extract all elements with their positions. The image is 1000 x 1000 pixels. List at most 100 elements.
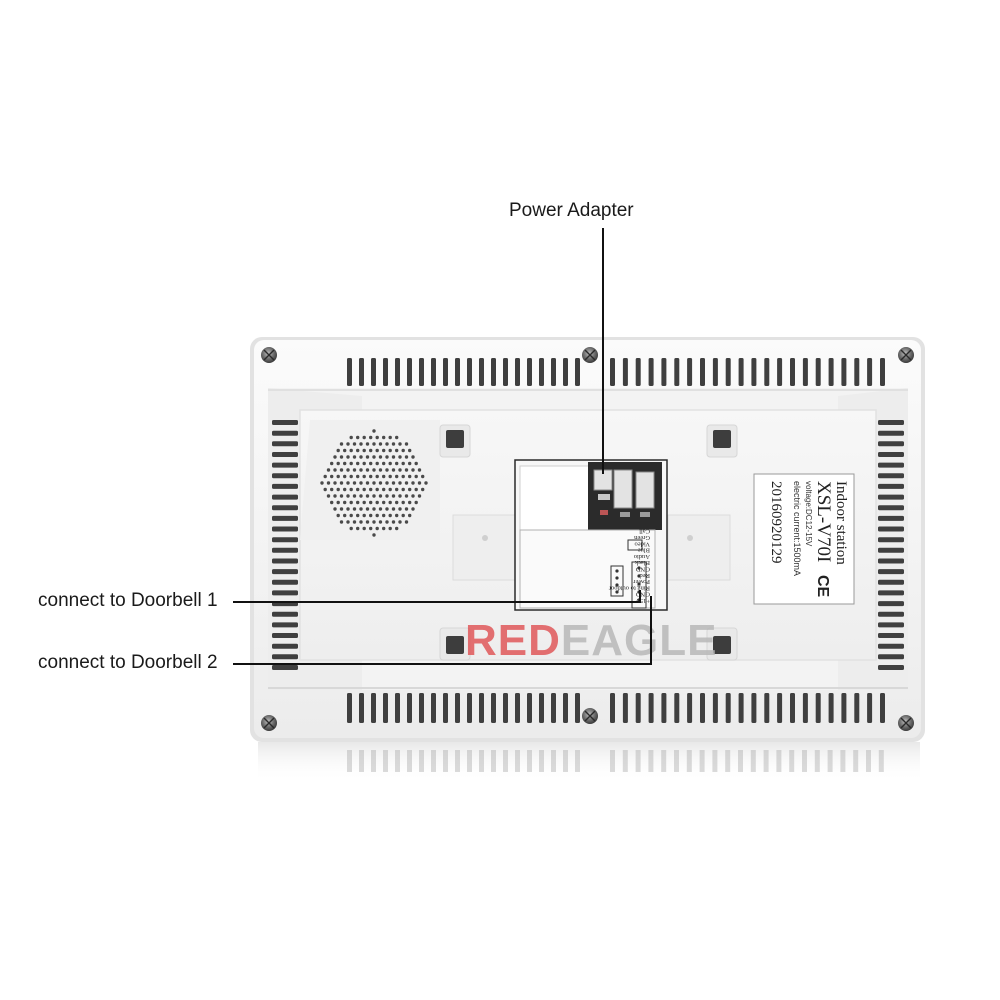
reflection-slot bbox=[527, 750, 532, 772]
vent-slot bbox=[828, 693, 834, 723]
speaker-hole bbox=[382, 474, 386, 479]
vent-slot bbox=[878, 537, 904, 543]
reflection-slot bbox=[467, 750, 472, 772]
reflection-slot bbox=[419, 750, 424, 772]
speaker-hole bbox=[391, 507, 396, 511]
speaker-hole bbox=[362, 513, 366, 518]
vent-slot bbox=[395, 358, 400, 386]
brand-watermark-gray: EAGLE bbox=[561, 616, 718, 665]
speaker-hole bbox=[352, 481, 357, 485]
speaker-hole bbox=[365, 468, 370, 472]
wiring-row-label: Black bbox=[634, 559, 650, 566]
vent-slot bbox=[712, 358, 718, 386]
speaker-hole bbox=[349, 435, 353, 440]
vent-slot bbox=[272, 441, 298, 447]
speaker-hole bbox=[417, 494, 422, 498]
vent-slot bbox=[802, 358, 808, 386]
speaker-hole bbox=[343, 513, 347, 518]
vent-slot bbox=[272, 579, 298, 585]
speaker-hole bbox=[336, 500, 340, 505]
reflection-slot bbox=[359, 750, 364, 772]
speaker-hole bbox=[336, 474, 340, 479]
vent-slot bbox=[371, 693, 376, 723]
vent-slot bbox=[527, 358, 532, 386]
speaker-hole bbox=[391, 442, 396, 446]
speaker-hole bbox=[378, 468, 383, 472]
vent-slot bbox=[272, 633, 298, 638]
vent-slot bbox=[725, 358, 731, 386]
speaker-hole bbox=[343, 474, 347, 479]
vent-slot bbox=[272, 505, 298, 511]
speaker-hole bbox=[388, 526, 392, 531]
connector-pin bbox=[615, 576, 619, 580]
speaker-hole bbox=[395, 435, 399, 440]
speaker-hole bbox=[362, 474, 366, 479]
speaker-hole bbox=[339, 442, 344, 446]
mount-hole-bottom-left bbox=[439, 627, 471, 661]
connector-pin bbox=[615, 569, 619, 573]
reflection-slot bbox=[635, 750, 641, 772]
vent-slot bbox=[575, 693, 580, 723]
speaker-hole bbox=[404, 468, 409, 472]
vent-slot bbox=[878, 515, 904, 521]
speaker-hole bbox=[382, 435, 386, 440]
speaker-hole bbox=[359, 442, 363, 446]
speaker-hole bbox=[385, 455, 389, 459]
reflection-slot bbox=[539, 750, 544, 772]
vent-slot bbox=[272, 643, 298, 649]
mount-hole-top-left bbox=[439, 424, 471, 458]
label-line1: Indoor station bbox=[833, 481, 849, 565]
vent-slot bbox=[712, 693, 718, 723]
vent-slot bbox=[687, 358, 693, 386]
vent-slot bbox=[674, 693, 680, 723]
reflection-slot bbox=[763, 750, 769, 772]
speaker-hole bbox=[336, 513, 340, 518]
speaker-hole bbox=[343, 487, 347, 492]
vent-slot bbox=[751, 693, 757, 723]
speaker-hole bbox=[339, 481, 344, 485]
label-sticker: Indoor station XSL-V70I CE voltage:DC12-… bbox=[753, 473, 855, 605]
speaker-hole bbox=[372, 442, 376, 446]
reflection-slot bbox=[383, 750, 388, 772]
speaker-hole bbox=[365, 507, 370, 511]
speaker-hole bbox=[421, 474, 425, 479]
speaker-hole bbox=[404, 442, 409, 446]
speaker-hole bbox=[391, 520, 396, 524]
speaker-hole bbox=[346, 455, 350, 459]
speaker-hole bbox=[404, 455, 409, 459]
vent-slot bbox=[395, 693, 400, 723]
speaker-hole bbox=[356, 461, 360, 466]
vent-slot bbox=[815, 358, 821, 386]
reflection-slot bbox=[725, 750, 731, 772]
speaker-hole bbox=[372, 494, 376, 498]
vent-slot bbox=[661, 358, 667, 386]
vent-slot bbox=[867, 358, 873, 386]
mount-pad-right bbox=[667, 514, 731, 581]
connector-pin bbox=[637, 574, 641, 578]
vent-slot bbox=[503, 693, 508, 723]
connector-outline bbox=[631, 561, 647, 609]
vent-slot bbox=[700, 358, 705, 386]
floor-reflection bbox=[258, 742, 920, 782]
vent-slot bbox=[725, 693, 731, 723]
speaker-hole bbox=[346, 442, 350, 446]
speaker-hole bbox=[359, 481, 363, 485]
speaker-grille bbox=[300, 420, 440, 540]
vent-slot bbox=[347, 358, 352, 386]
vent-slot bbox=[878, 569, 904, 575]
speaker-hole bbox=[356, 474, 360, 479]
vent-slot bbox=[880, 358, 885, 386]
vent-slot bbox=[515, 693, 520, 723]
callout-doorbell-2: connect to Doorbell 2 bbox=[38, 652, 218, 673]
vent-slot bbox=[419, 693, 424, 723]
leader-doorbell-1 bbox=[233, 590, 641, 603]
speaker-hole bbox=[385, 507, 389, 511]
speaker-hole bbox=[395, 487, 399, 492]
vent-slot bbox=[575, 358, 580, 386]
speaker-hole bbox=[369, 526, 373, 531]
speaker-hole bbox=[372, 481, 376, 485]
vent-slot bbox=[359, 358, 364, 386]
vent-slot bbox=[878, 579, 904, 585]
speaker-hole bbox=[372, 429, 376, 433]
